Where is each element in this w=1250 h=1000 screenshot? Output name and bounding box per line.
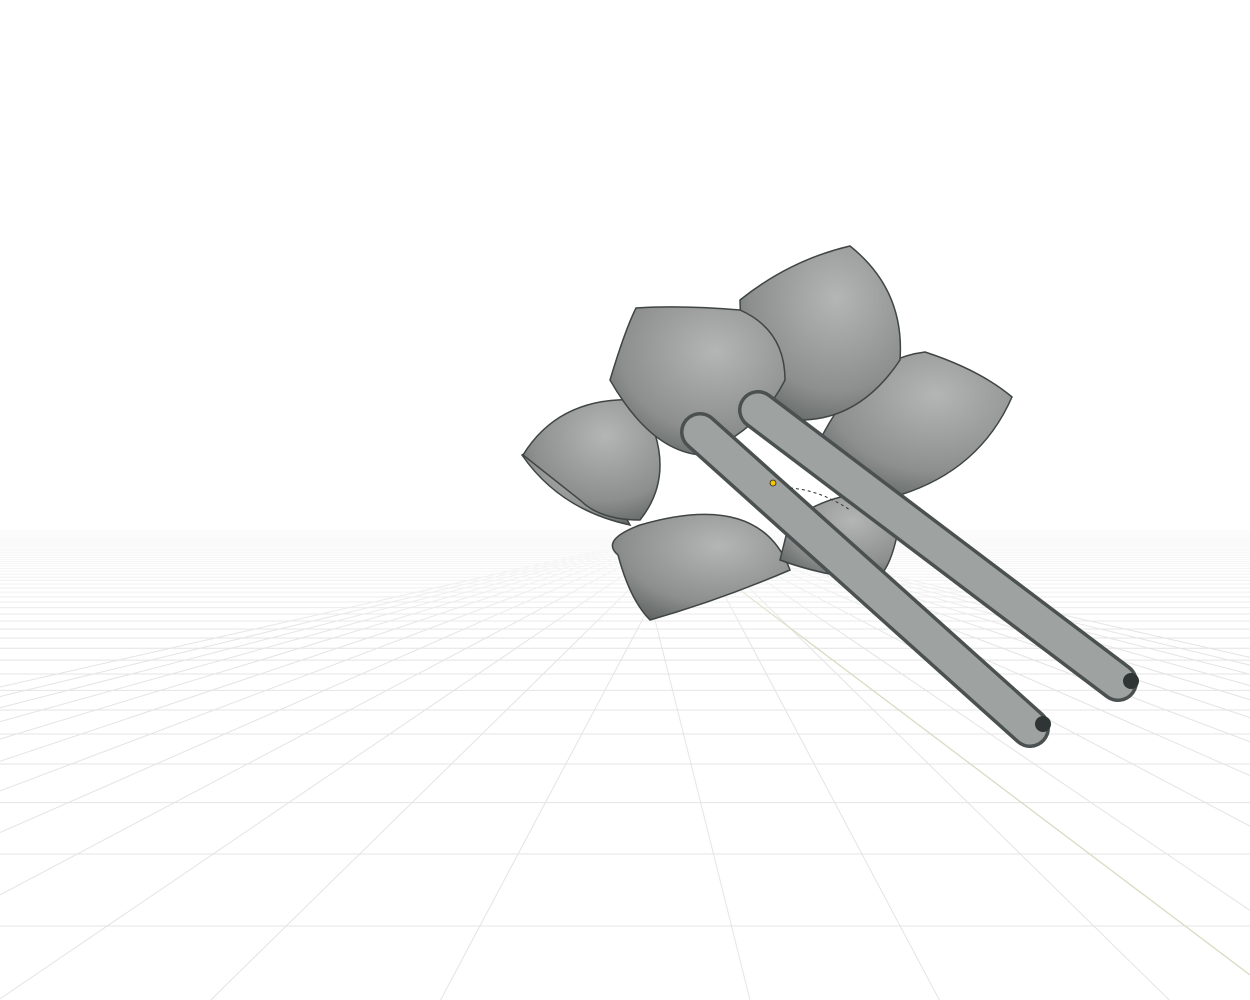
hairpin-prongs xyxy=(680,390,1139,748)
horizon-fade xyxy=(0,520,1250,1000)
hairpin-model[interactable] xyxy=(520,245,1139,748)
prong-tip xyxy=(1035,716,1051,732)
flower-petals xyxy=(520,245,1013,621)
prong-tip xyxy=(1123,673,1139,689)
object-origin[interactable] xyxy=(769,479,777,487)
